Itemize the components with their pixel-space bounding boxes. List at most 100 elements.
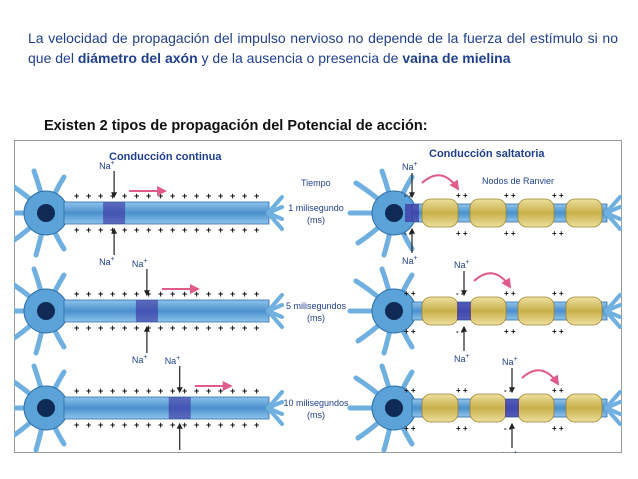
row-3-continuous-top-membrane-charge: + (206, 386, 211, 396)
row-3-saltatory-action-potential (505, 399, 519, 417)
row-2-continuous-action-potential (135, 300, 158, 322)
row-2-continuous-bottom-na-ion-charge: + (143, 354, 147, 361)
row-1-continuous-bottom-membrane-charge: + (254, 225, 259, 235)
row-2-continuous-bottom-membrane-charge: + (218, 323, 223, 333)
row-3-saltatory-jump-arrow (521, 369, 560, 386)
row-2-node-charge-top: + + (504, 289, 516, 298)
row-2-continuous-top-membrane-charge: + (242, 289, 247, 299)
row-2-node-charge-bottom: + + (504, 327, 516, 336)
row-1-node-charge-top: + + (552, 191, 564, 200)
row-3-saltatory-bottom-na-ion-charge: + (514, 450, 518, 453)
row-3-node-charge-top: + + (456, 386, 468, 395)
row-2-continuous-axon (63, 299, 270, 323)
row-1-node-charge-bottom: + + (552, 229, 564, 238)
row-3-continuous-action-potential (168, 397, 191, 419)
row-1-continuous-bottom-membrane-charge: + (230, 225, 235, 235)
row-1-continuous-top-membrane-charge: + (158, 191, 163, 201)
row-1-node-charge-top: + + (504, 191, 516, 200)
row-1-continuous-top-membrane-charge: + (74, 191, 79, 201)
row-1-continuous-bottom-membrane-charge: + (206, 225, 211, 235)
row-3-continuous-bottom-membrane-charge: + (254, 420, 259, 430)
row-3-myelin-sheath (469, 393, 507, 423)
row-1-node-charge-top: - - (404, 191, 412, 200)
row-1-saltatory-action-potential (405, 204, 419, 222)
row-3-node-charge-bottom: + + (404, 424, 416, 433)
row-3-node-charge-bottom: - - (504, 424, 512, 433)
row-2-saltatory-action-potential (457, 302, 471, 320)
row-1-continuous-top-membrane-charge: + (98, 191, 103, 201)
row-1-saltatory-top-na-ion-charge: + (414, 161, 418, 168)
row-2-continuous-bottom-membrane-charge: + (158, 323, 163, 333)
row-1-continuous-top-membrane-charge: + (170, 191, 175, 201)
row-1-myelin-sheath (517, 198, 555, 228)
row-3-continuous-neuron-soma (14, 363, 69, 453)
row-2-continuous-top-membrane-charge: + (86, 289, 91, 299)
row-1-continuous-bottom-membrane-charge: + (134, 225, 139, 235)
intro-bold-axon: diámetro del axón (77, 50, 198, 66)
row-1-time-label: 1 milisegundo (288, 203, 344, 213)
row-2-myelin-sheath (517, 296, 555, 326)
row-3-saltatory-top-na-ion-charge: + (514, 356, 518, 363)
row-1-continuous-top-membrane-charge: + (194, 191, 199, 201)
row-3-continuous-top-membrane-charge: + (86, 386, 91, 396)
row-2-continuous-top-membrane-charge: + (98, 289, 103, 299)
row-3-continuous-bottom-membrane-charge: + (74, 420, 79, 430)
row-3-continuous-axon (63, 396, 270, 420)
intro-bold-myelin: vaina de mielina (402, 50, 511, 66)
row-2-time-unit: (ms) (307, 313, 325, 323)
row-1-saltatory-jump-arrow (421, 174, 460, 191)
row-1-continuous-bottom-membrane-charge: + (98, 225, 103, 235)
row-2-node-charge-top: - - (456, 289, 464, 298)
row-2-continuous-neuron-soma (14, 266, 69, 356)
row-2-continuous-bottom-membrane-charge: + (74, 323, 79, 333)
row-1-continuous-top-membrane-charge: + (122, 191, 127, 201)
row-1-continuous-axon-terminal (266, 211, 284, 231)
row-3-continuous-top-membrane-charge: + (110, 386, 115, 396)
row-1-continuous-top-membrane-charge: + (146, 191, 151, 201)
row-2-continuous-bottom-na-ion-label: Na+ (132, 354, 148, 365)
row-3-continuous-bottom-membrane-charge: + (242, 420, 247, 430)
row-3-continuous-top-membrane-charge: + (74, 386, 79, 396)
row-3-continuous-bottom-membrane-charge: + (110, 420, 115, 430)
conduction-diagram: Conducción continua Conducción saltatori… (14, 140, 622, 453)
row-2-myelin-sheath (565, 296, 603, 326)
row-3-continuous-top-membrane-charge: + (158, 386, 163, 396)
row-1-continuous-bottom-membrane-charge: + (86, 225, 91, 235)
row-3-continuous-bottom-membrane-charge: + (146, 420, 151, 430)
row-1-saltatory-axon-terminal (604, 211, 622, 231)
row-1-time-unit: (ms) (307, 215, 325, 225)
row-2-continuous-top-membrane-charge: + (110, 289, 115, 299)
row-2-saltatory-axon-terminal (604, 309, 622, 329)
row-3-continuous-bottom-membrane-charge: + (206, 420, 211, 430)
row-2-continuous-top-membrane-charge: + (158, 289, 163, 299)
row-3-continuous-bottom-membrane-charge: + (98, 420, 103, 430)
row-1-myelin-sheath (565, 198, 603, 228)
row-3-node-charge-bottom: + + (552, 424, 564, 433)
row-2-continuous-top-membrane-charge: + (182, 289, 187, 299)
row-1-continuous-bottom-na-ion-charge: + (111, 256, 115, 263)
row-2-continuous-bottom-membrane-charge: + (98, 323, 103, 333)
row-2-myelin-sheath (421, 296, 459, 326)
row-1-continuous-top-na-ion-charge: + (111, 160, 115, 167)
row-3-time-label: 10 milisegundos (283, 398, 349, 408)
row-3-saltatory-axon-terminal (604, 406, 622, 426)
row-2-node-charge-bottom: + + (404, 327, 416, 336)
row-3-continuous-top-membrane-charge: + (170, 386, 175, 396)
row-2-saltatory-nucleus (385, 302, 403, 320)
row-3-continuous-top-membrane-charge: + (254, 386, 259, 396)
row-1-continuous-top-membrane-charge: + (242, 191, 247, 201)
intro-paragraph: La velocidad de propagación del impulso … (28, 28, 618, 68)
row-1-continuous-top-membrane-charge: + (230, 191, 235, 201)
row-2-node-charge-top: + + (404, 289, 416, 298)
row-3-time-unit: (ms) (307, 410, 325, 420)
row-2-continuous-top-membrane-charge: + (254, 289, 259, 299)
section-subtitle: Existen 2 tipos de propagación del Poten… (44, 118, 428, 134)
intro-text-1: La velocidad de propagación del impulso … (28, 30, 618, 66)
row-2-continuous-top-membrane-charge: + (194, 289, 199, 299)
row-1-continuous-action-potential (103, 202, 126, 224)
row-2-continuous-top-membrane-charge: + (230, 289, 235, 299)
row-3-continuous-nucleus (37, 399, 55, 417)
row-2-myelin-sheath (469, 296, 507, 326)
row-2-time-label: 5 milisegundos (286, 301, 347, 311)
row-3-continuous-bottom-membrane-charge: + (134, 420, 139, 430)
